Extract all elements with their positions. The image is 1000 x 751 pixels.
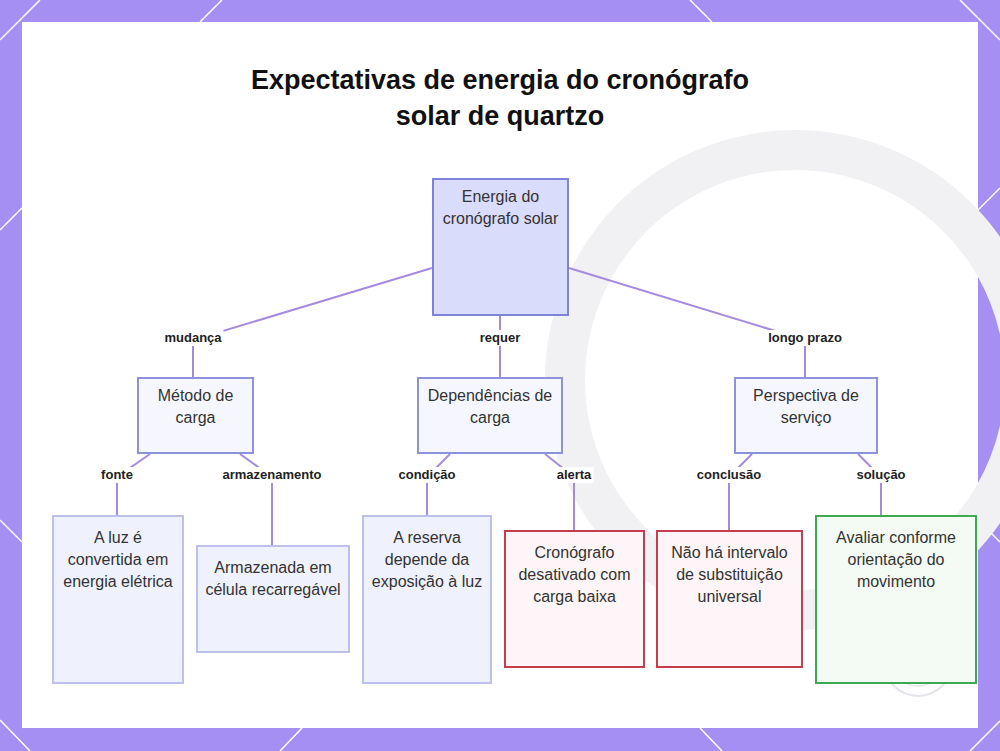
warning-box: Cronógrafo desativado com carga baixa <box>504 530 645 668</box>
edge-label: armazenamento <box>221 467 324 483</box>
node-text: A reserva depende da exposição à luz <box>370 527 484 593</box>
node-text: Avaliar conforme orientação do movimento <box>823 527 969 593</box>
warning-box: Não há intervalo de substituição univers… <box>656 530 803 668</box>
category-box: Dependências de carga <box>417 377 563 454</box>
detail-box: A reserva depende da exposição à luz <box>362 515 492 684</box>
connector <box>499 316 501 377</box>
category-box: Método de carga <box>137 377 254 454</box>
edge-label: alerta <box>555 467 594 483</box>
detail-box: Armazenada em célula recarregável <box>196 545 350 653</box>
node-text: Cronógrafo desativado com carga baixa <box>512 542 637 608</box>
diagram-title: Expectativas de energia do cronógrafo so… <box>250 62 750 134</box>
connector <box>569 268 805 377</box>
category-box: Perspectiva de serviço <box>734 377 878 454</box>
panel <box>22 22 978 728</box>
detail-box: A luz é convertida em energia elétrica <box>52 515 184 684</box>
connector <box>117 454 150 515</box>
node-text: Método de carga <box>145 385 246 429</box>
edge-label: conclusão <box>695 467 763 483</box>
node-text: Energia do cronógrafo solar <box>440 186 561 230</box>
edge-label: condição <box>396 467 457 483</box>
connector <box>858 454 881 515</box>
connector <box>193 268 432 377</box>
connector <box>729 454 752 530</box>
node-text: Perspectiva de serviço <box>742 385 870 429</box>
node-text: Armazenada em célula recarregável <box>204 557 342 601</box>
connector <box>427 454 450 515</box>
solution-box: Avaliar conforme orientação do movimento <box>815 515 977 684</box>
connector <box>545 454 574 530</box>
edge-label: mudança <box>162 330 223 346</box>
edge-label: solução <box>854 467 907 483</box>
edge-label: fonte <box>99 467 135 483</box>
edge-label: longo prazo <box>766 330 844 346</box>
node-text: Dependências de carga <box>425 385 555 429</box>
node-text: A luz é convertida em energia elétrica <box>60 527 176 593</box>
root-box: Energia do cronógrafo solar <box>432 178 569 316</box>
node-text: Não há intervalo de substituição univers… <box>664 542 795 608</box>
edge-label: requer <box>478 330 522 346</box>
